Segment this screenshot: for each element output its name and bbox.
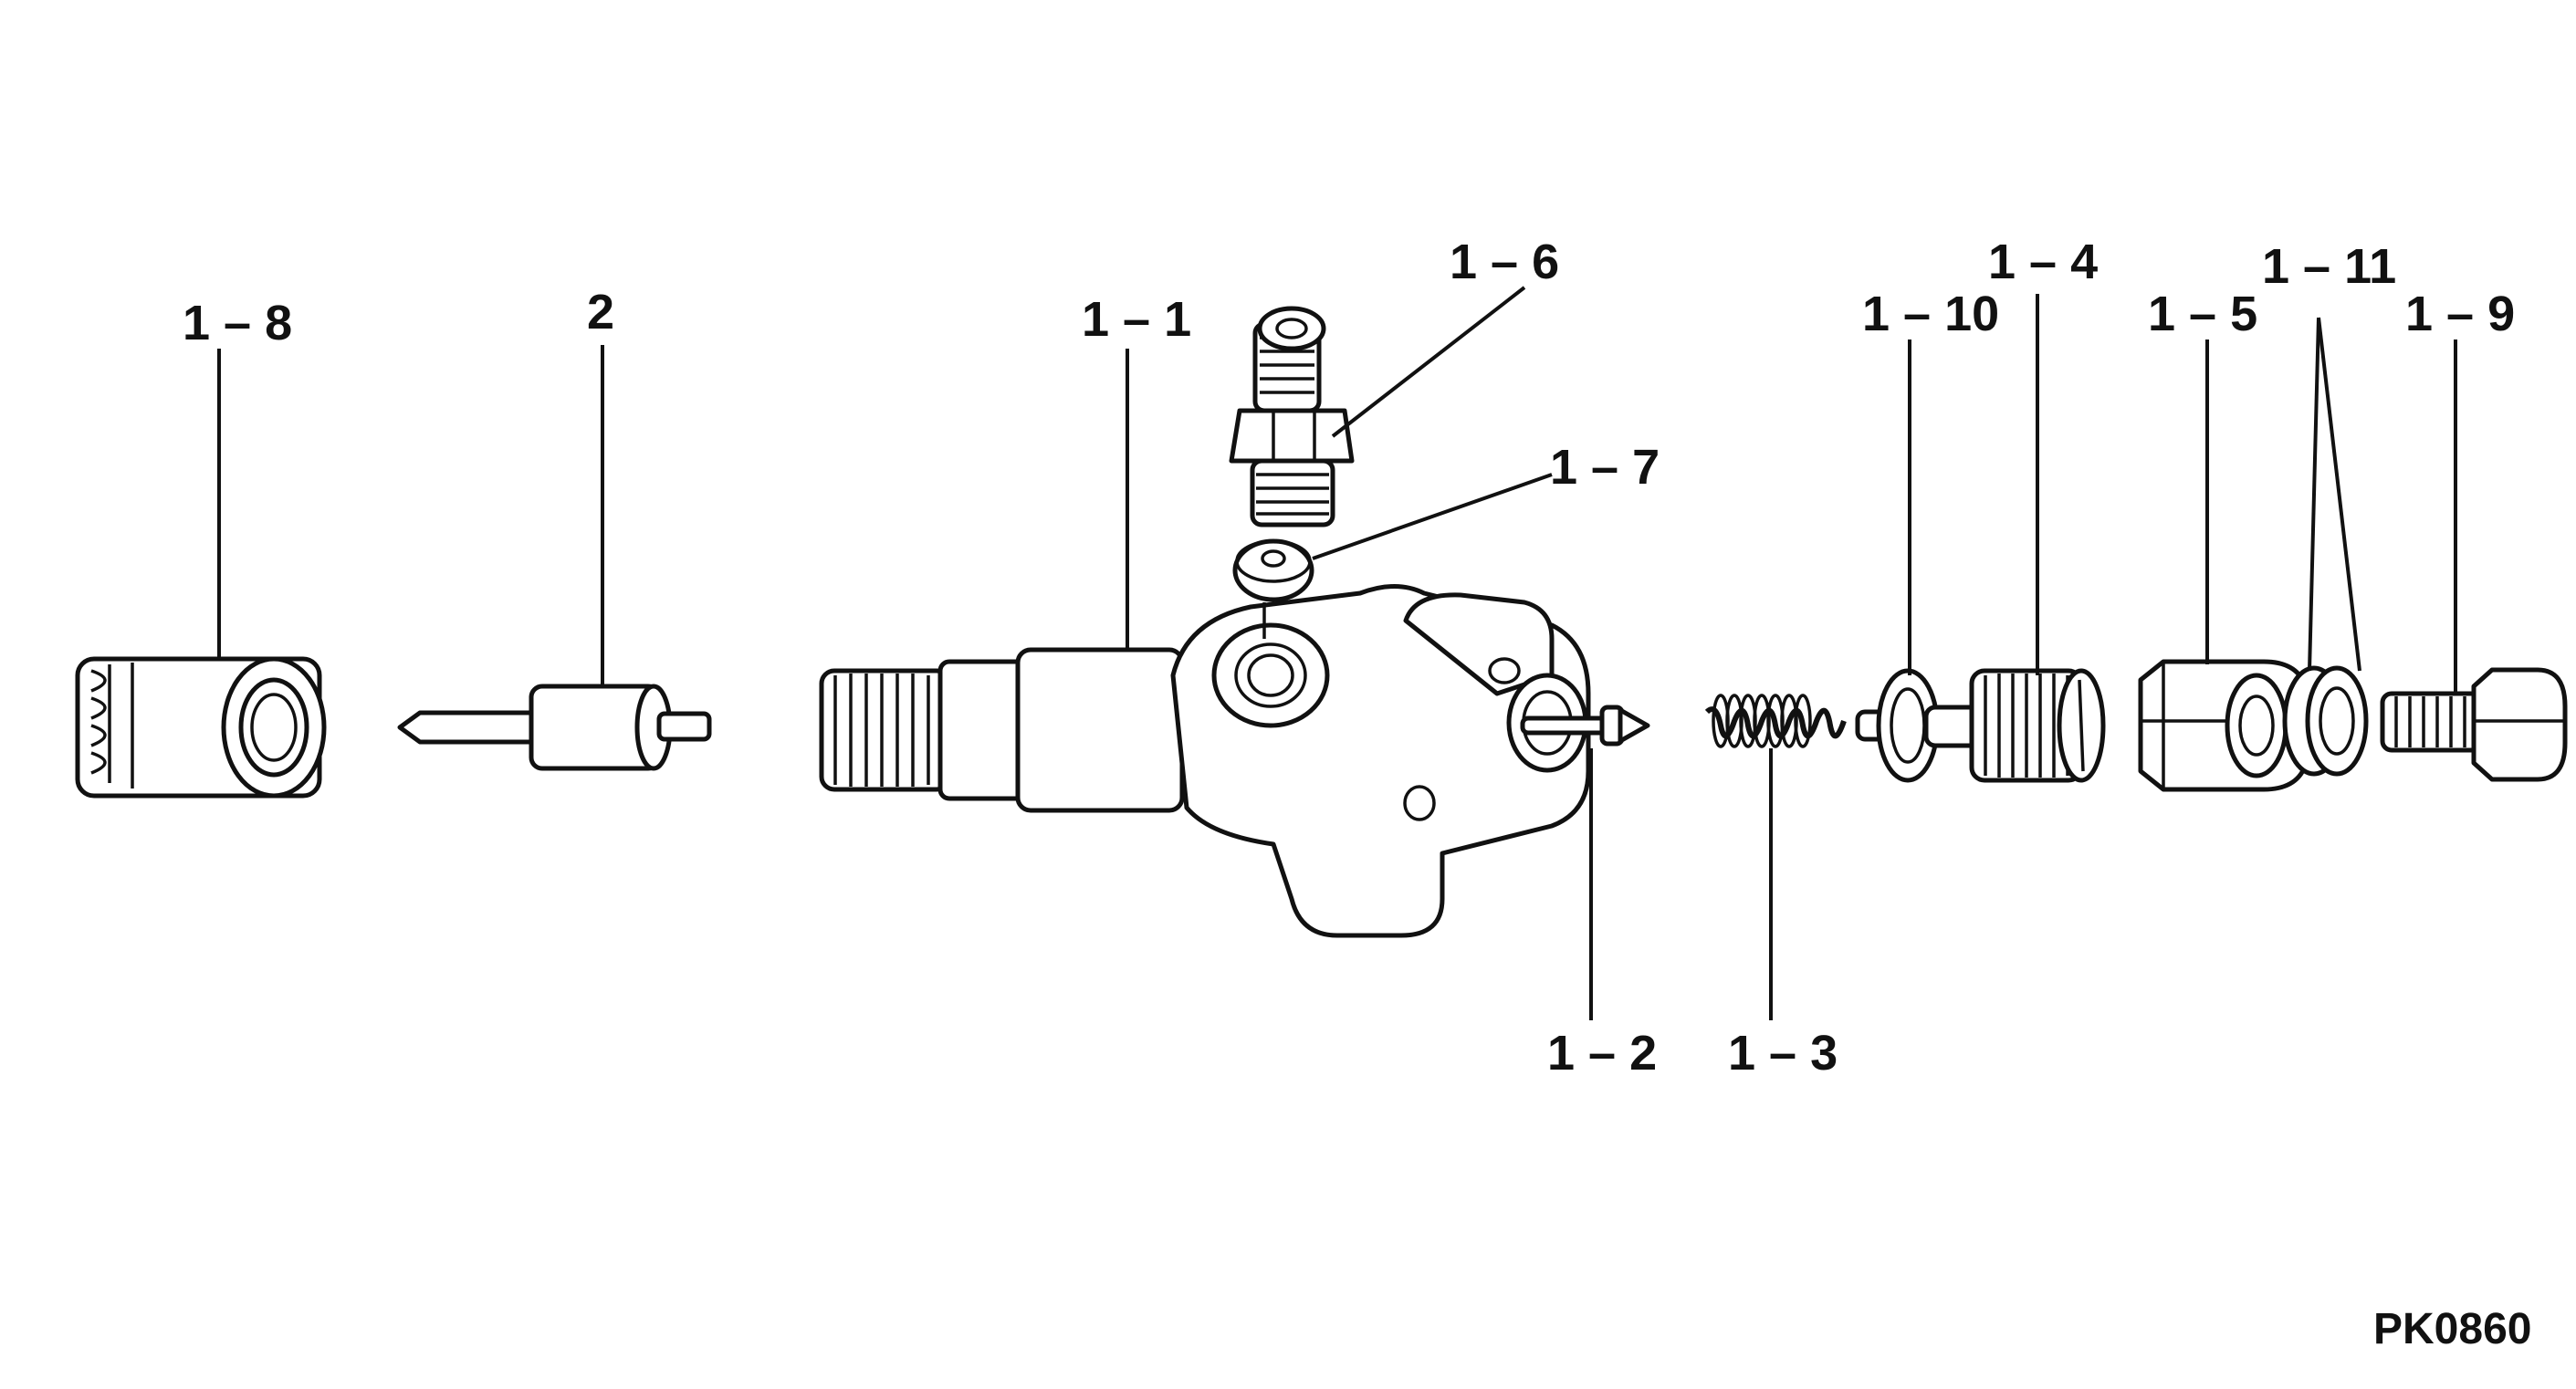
label-1-5: 1 – 5	[2148, 287, 2257, 341]
part-washer	[1232, 538, 1314, 602]
part-bolt	[2380, 667, 2568, 782]
leader-lines	[217, 286, 2457, 1020]
part-cap-nut	[2138, 659, 2308, 792]
figure-code: PK0860	[2373, 1305, 2531, 1353]
label-1-2: 1 – 2	[1547, 1026, 1657, 1081]
part-inlet-connector	[1229, 306, 1355, 527]
part-gaskets	[2282, 665, 2369, 777]
part-labels: 1 – 8 2 1 – 1 1 – 6 1 – 7 1 – 2 1 – 3 1 …	[183, 235, 2515, 1081]
label-1-11: 1 – 11	[2262, 239, 2396, 294]
label-1-1: 1 – 1	[1082, 292, 1191, 347]
label-1-7: 1 – 7	[1550, 440, 1660, 495]
label-1-3: 1 – 3	[1728, 1026, 1838, 1081]
part-adjusting-screw	[1855, 668, 2106, 783]
part-pressure-pin	[1520, 705, 1650, 747]
label-2: 2	[587, 285, 614, 339]
label-1-4: 1 – 4	[1988, 235, 2098, 289]
part-retaining-nut	[75, 656, 327, 799]
label-1-6: 1 – 6	[1450, 235, 1559, 289]
part-nozzle	[397, 684, 712, 771]
part-spring	[1704, 694, 1847, 748]
label-1-9: 1 – 9	[2405, 287, 2515, 341]
label-1-10: 1 – 10	[1862, 287, 1999, 341]
part-nozzle-holder-body	[819, 584, 1591, 938]
label-1-8: 1 – 8	[183, 296, 292, 350]
